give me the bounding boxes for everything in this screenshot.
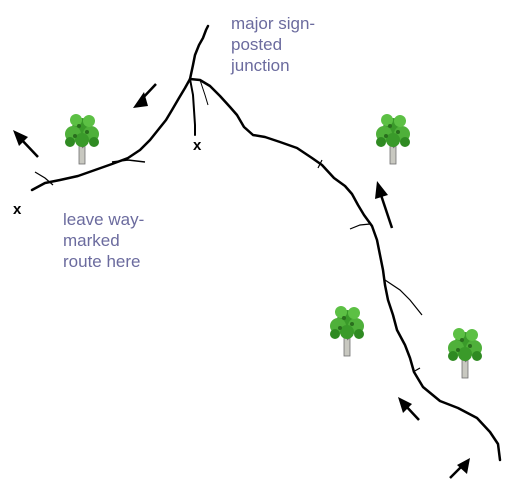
marker-x-left: x: [13, 201, 22, 218]
spur-path: [189, 78, 196, 136]
side-path-lower: [412, 367, 421, 373]
direction-arrow-icon: [13, 130, 39, 158]
side-path-right: [384, 279, 423, 316]
tree-icon: [447, 327, 483, 379]
tree-icon: [329, 305, 365, 357]
side-path-left: [111, 159, 146, 163]
direction-arrow-icon: [398, 397, 420, 421]
direction-arrow-icon: [133, 83, 157, 108]
marker-x-junction: x: [193, 137, 202, 154]
side-path-tick: [317, 159, 323, 169]
leave-route-label: leave way- marked route here: [63, 210, 145, 271]
tree-icon: [375, 113, 411, 165]
tree-icon: [64, 113, 100, 165]
side-path-x: [34, 171, 54, 186]
north-branch: [188, 24, 210, 81]
main-path: [30, 77, 502, 462]
side-path-mid: [349, 223, 371, 230]
direction-arrow-icon: [449, 458, 470, 479]
direction-arrow-icon: [375, 181, 394, 229]
junction-label: major sign- posted junction: [231, 14, 316, 75]
side-path-junction: [199, 79, 209, 106]
